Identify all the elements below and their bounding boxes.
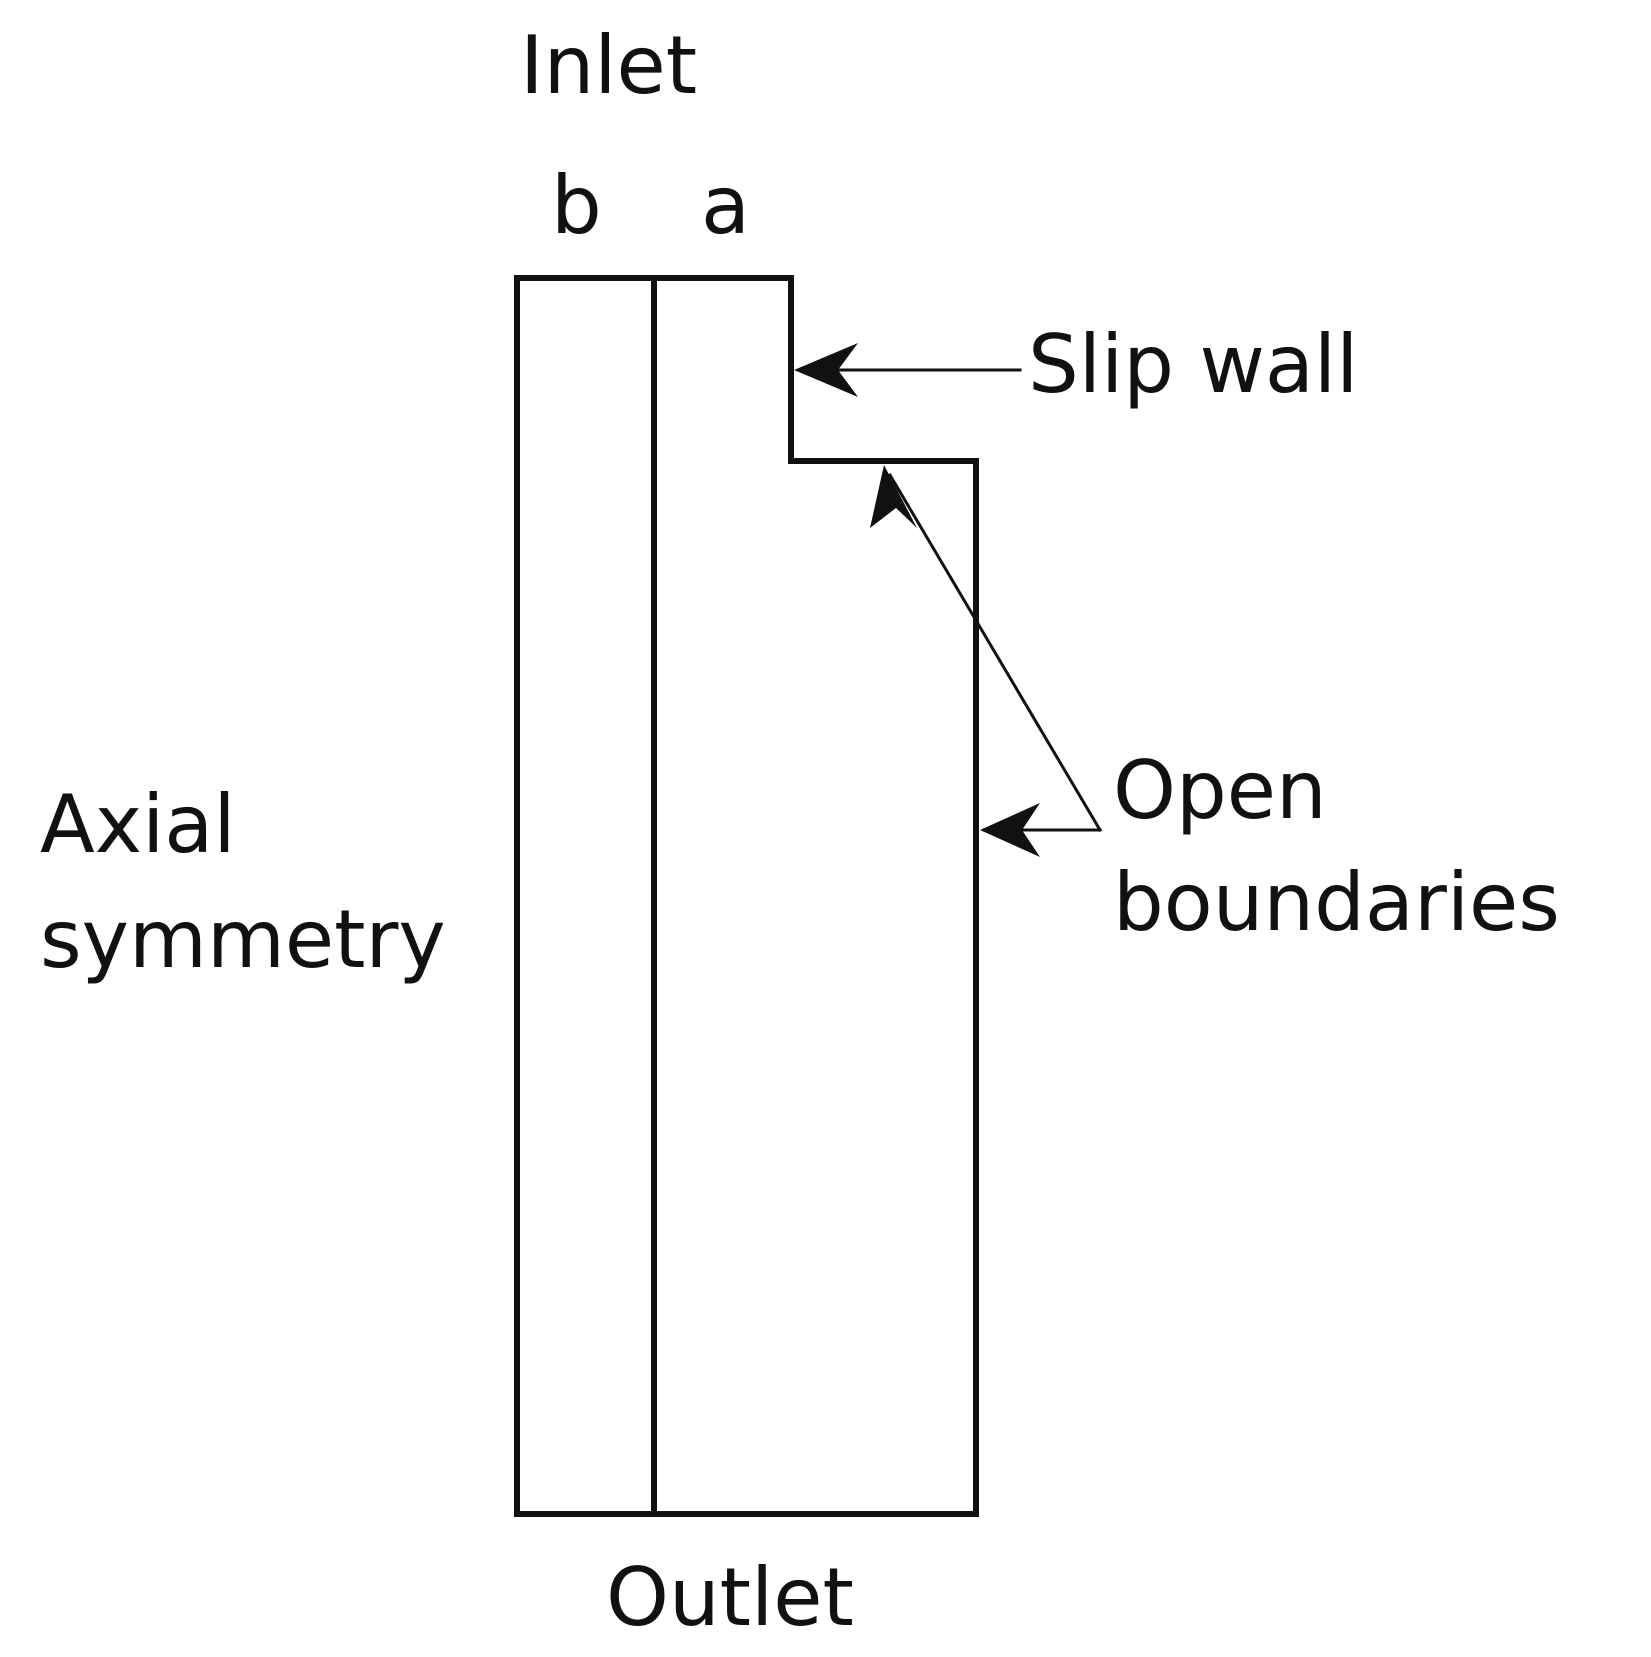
open-boundary-arrowhead-lower <box>980 803 1040 857</box>
region-a-label: a <box>701 159 750 252</box>
slip-wall-label: Slip wall <box>1028 318 1358 411</box>
inlet-label: Inlet <box>520 19 697 112</box>
open-boundary-arrowhead-upper <box>870 465 917 528</box>
open-boundary-arrow-shaft-upper <box>887 472 1103 833</box>
region-b-label: b <box>551 159 602 252</box>
domain-outline <box>514 275 979 1517</box>
open-boundaries-label-line2: boundaries <box>1113 856 1560 949</box>
axial-symmetry-label-line2: symmetry <box>40 893 446 986</box>
open-boundaries-label-line1: Open <box>1113 744 1327 837</box>
outlet-label: Outlet <box>606 1551 854 1644</box>
axial-symmetry-label-line1: Axial <box>40 778 236 871</box>
slip-wall-arrowhead <box>794 343 858 397</box>
